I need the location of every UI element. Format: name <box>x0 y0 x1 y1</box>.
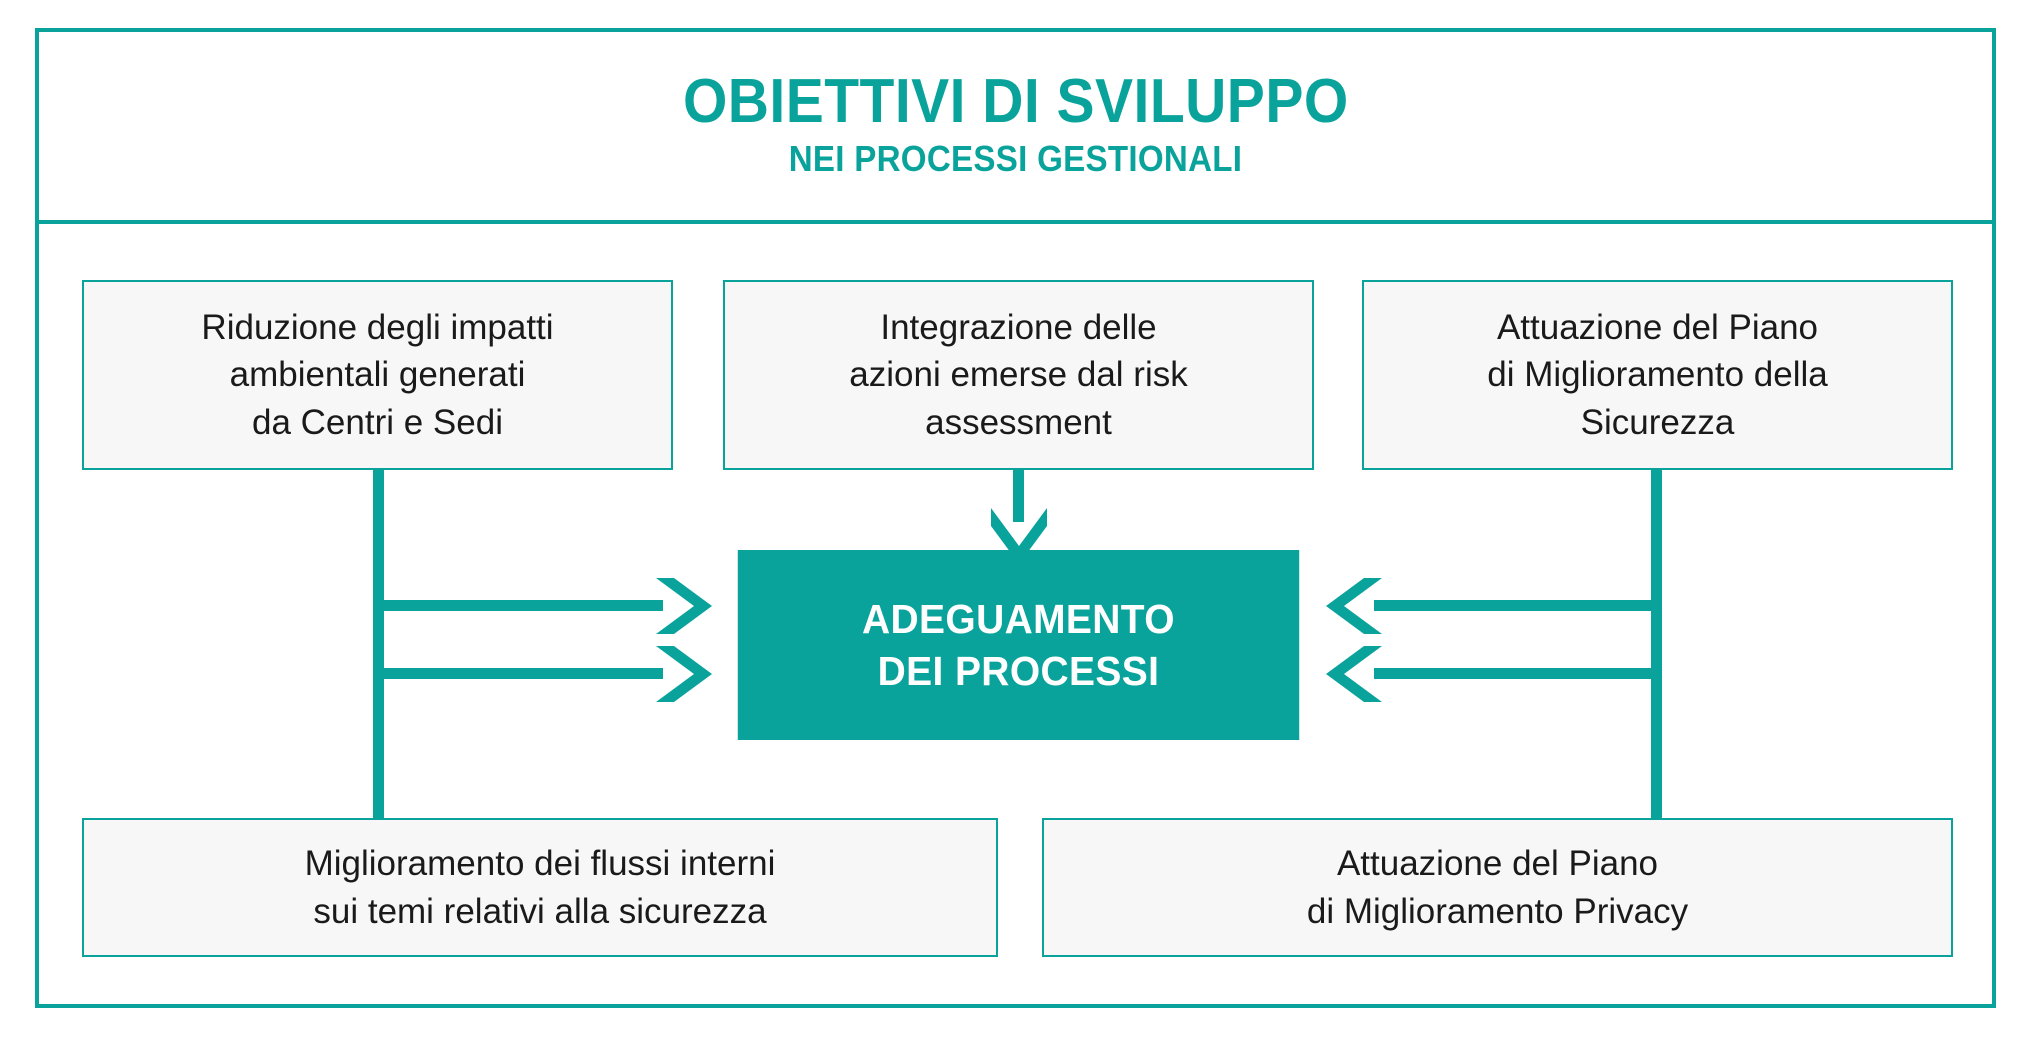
node-center-adeguamento-dei-processi[interactable]: ADEGUAMENTO DEI PROCESSI <box>737 550 1300 740</box>
node-bottom-2[interactable]: Attuazione del Piano di Miglioramento Pr… <box>1042 818 1953 957</box>
node-top-2[interactable]: Integrazione delle azioni emerse dal ris… <box>723 280 1314 470</box>
arrow-head-left-lower-icon <box>656 646 712 702</box>
page-title: OBIETTIVI DI SVILUPPO <box>682 67 1349 136</box>
connector-right-lower-line <box>1374 668 1662 679</box>
node-top-1[interactable]: Riduzione degli impatti ambientali gener… <box>82 280 673 470</box>
connector-center-top-line <box>1013 470 1024 522</box>
page-subtitle: NEI PROCESSI GESTIONALI <box>788 138 1243 179</box>
arrow-head-right-lower-icon <box>1326 646 1382 702</box>
arrow-head-left-upper-icon <box>656 578 712 634</box>
connector-left-lower-line <box>373 668 663 679</box>
arrow-head-right-upper-icon <box>1326 578 1382 634</box>
node-top-3[interactable]: Attuazione del Piano di Miglioramento de… <box>1362 280 1953 470</box>
connector-left-trunk <box>373 470 384 818</box>
node-bottom-1[interactable]: Miglioramento dei flussi interni sui tem… <box>82 818 998 957</box>
header-band: OBIETTIVI DI SVILUPPO NEI PROCESSI GESTI… <box>35 28 1996 224</box>
connector-right-upper-line <box>1374 600 1662 611</box>
connector-left-upper-line <box>373 600 663 611</box>
connector-right-trunk <box>1651 470 1662 818</box>
